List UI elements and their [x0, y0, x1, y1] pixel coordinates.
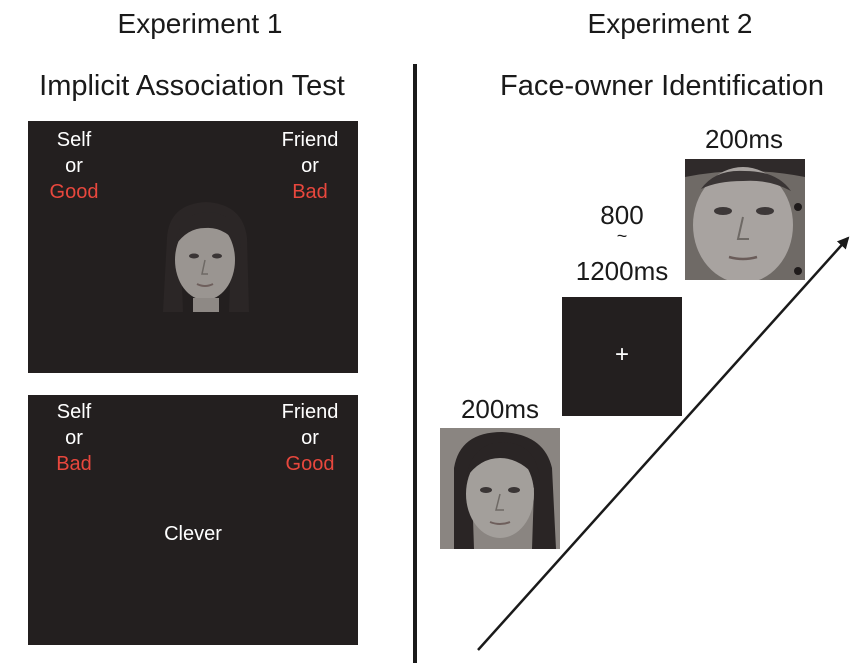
frame1-duration: 200ms — [460, 394, 540, 424]
experiment2-title: Experiment 2 — [587, 8, 753, 39]
category-label-left: Self or Bad — [56, 401, 92, 475]
face-photo — [159, 198, 253, 312]
iat-screen-2: Self or Bad Friend or Good Clever — [28, 395, 358, 645]
fixation-cross: + — [614, 341, 629, 368]
experiment2-subtitle: Face-owner Identification — [500, 70, 824, 102]
category-label-right: Friend or Good — [281, 401, 339, 475]
fixation-screen: + — [562, 297, 682, 416]
face-photo — [440, 428, 560, 549]
iat-screen-1: Self or Good Friend or Bad — [28, 121, 358, 373]
experiment1-subtitle: Implicit Association Test — [39, 70, 345, 102]
experiment1-title: Experiment 1 — [117, 8, 283, 39]
face-photo-closeup — [685, 159, 805, 280]
section-divider — [413, 64, 417, 663]
frame2-duration-sep: ~ — [616, 226, 628, 246]
frame2-duration-bottom: 1200ms — [575, 256, 669, 286]
frame2-duration-top: 800 — [600, 200, 644, 230]
category-label-right: Friend or Bad — [281, 129, 339, 203]
stimulus-word: Clever — [164, 523, 222, 545]
category-label-left: Self or Good — [49, 129, 99, 203]
frame3-duration: 200ms — [704, 124, 784, 154]
